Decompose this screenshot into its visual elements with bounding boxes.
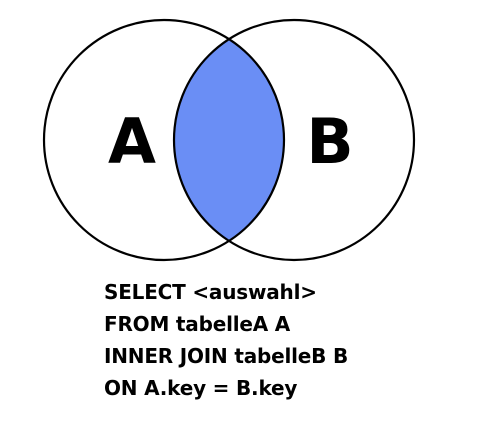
sql-query: SELECT <auswahl> FROM tabelleA A INNER J… bbox=[104, 276, 348, 404]
sql-select-line: SELECT <auswahl> bbox=[104, 280, 317, 304]
sql-from-line: FROM tabelleA A bbox=[104, 312, 291, 336]
intersection-region bbox=[174, 20, 284, 260]
set-a-label: A bbox=[108, 105, 156, 178]
sql-on-line: ON A.key = B.key bbox=[104, 376, 298, 400]
set-a-circle bbox=[42, 18, 286, 262]
sql-join-line: INNER JOIN tabelleB B bbox=[104, 344, 348, 368]
set-b-label: B bbox=[306, 105, 353, 178]
set-b-circle bbox=[172, 18, 416, 262]
